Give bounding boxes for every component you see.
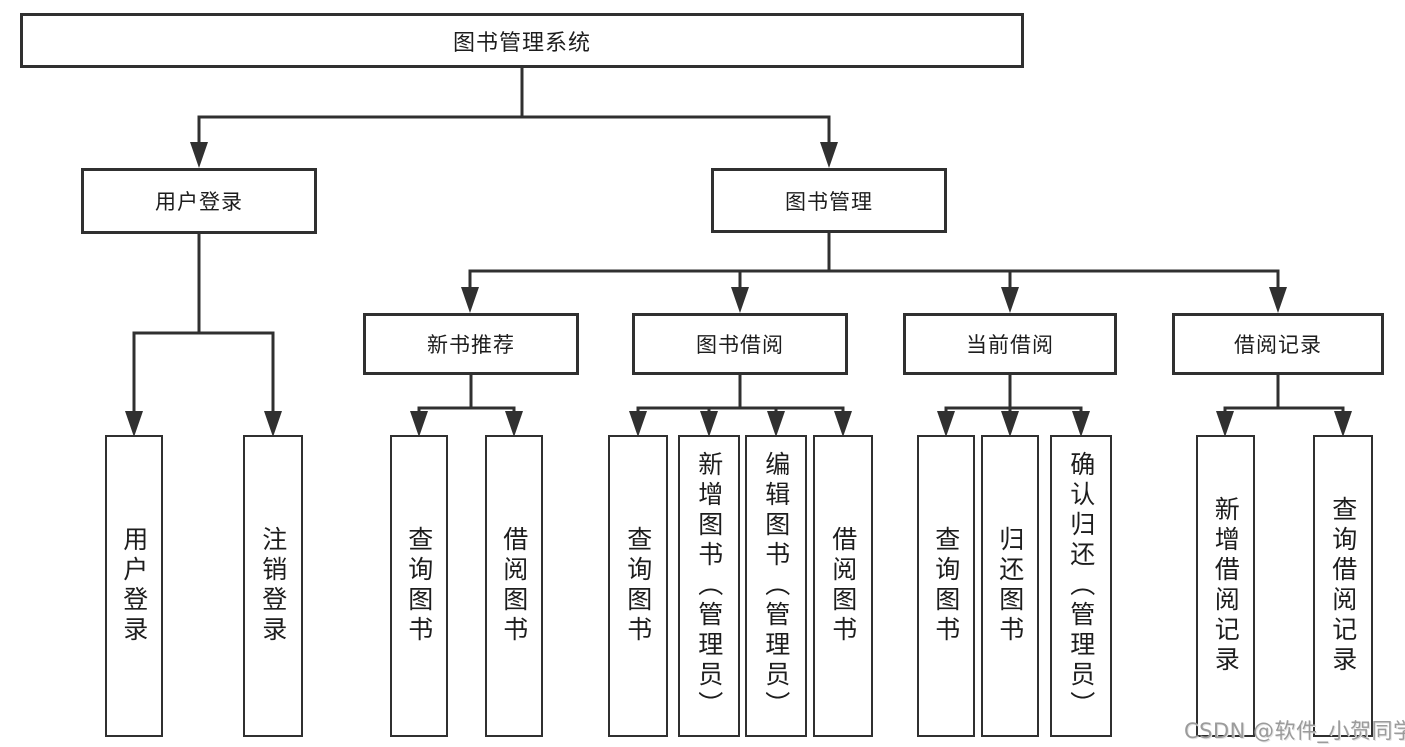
node-label: 编辑图书（管理员）: [761, 451, 791, 721]
node-borrowing-records: 借阅记录: [1172, 313, 1384, 375]
node-leaf-return-books: 归还图书: [981, 435, 1039, 737]
node-new-book-recommendation: 新书推荐: [363, 313, 579, 375]
watermark-text: CSDN @软件_小贺同学: [1184, 719, 1405, 743]
node-label: 新增图书（管理员）: [694, 451, 724, 721]
node-leaf-borrow-books-1: 借阅图书: [485, 435, 543, 737]
node-label: 确认归还（管理员）: [1066, 451, 1096, 721]
node-leaf-borrow-books-2: 借阅图书: [813, 435, 873, 737]
node-leaf-query-books-1: 查询图书: [390, 435, 448, 737]
node-leaf-logout: 注销登录: [243, 435, 303, 737]
node-label: 注销登录: [258, 526, 288, 646]
tree-connector-lines: [132, 68, 1345, 411]
node-current-borrowing: 当前借阅: [903, 313, 1117, 375]
arrow-down-icons: [125, 142, 1352, 437]
node-leaf-query-borrow-record: 查询借阅记录: [1313, 435, 1373, 737]
node-label: 新书推荐: [427, 333, 515, 357]
node-book-borrowing: 图书借阅: [632, 313, 848, 375]
node-leaf-add-borrow-record: 新增借阅记录: [1196, 435, 1255, 737]
node-label: 图书管理: [785, 189, 873, 214]
node-leaf-query-books-2: 查询图书: [608, 435, 668, 737]
node-label: 当前借阅: [966, 333, 1054, 357]
node-label: 图书管理系统: [452, 30, 591, 56]
node-leaf-query-books-3: 查询图书: [917, 435, 975, 737]
node-label: 查询图书: [623, 526, 653, 646]
node-leaf-user-login: 用户登录: [105, 435, 163, 737]
node-label: 查询借阅记录: [1328, 496, 1358, 676]
node-leaf-add-books-admin: 新增图书（管理员）: [678, 435, 740, 737]
node-user-login: 用户登录: [81, 168, 317, 234]
node-book-management: 图书管理: [711, 168, 947, 233]
node-leaf-confirm-return-admin: 确认归还（管理员）: [1050, 435, 1112, 737]
node-label: 用户登录: [155, 190, 243, 214]
node-label: 归还图书: [995, 526, 1025, 646]
node-label: 用户登录: [119, 526, 149, 646]
node-label: 查询图书: [404, 526, 434, 646]
node-label: 借阅图书: [499, 526, 529, 646]
node-label: 图书借阅: [696, 333, 784, 357]
node-label: 借阅记录: [1234, 333, 1322, 357]
node-label: 新增借阅记录: [1211, 496, 1241, 676]
node-leaf-edit-books-admin: 编辑图书（管理员）: [745, 435, 807, 737]
node-label: 查询图书: [931, 526, 961, 646]
node-library-management-system: 图书管理系统: [20, 13, 1024, 68]
node-label: 借阅图书: [828, 526, 858, 646]
